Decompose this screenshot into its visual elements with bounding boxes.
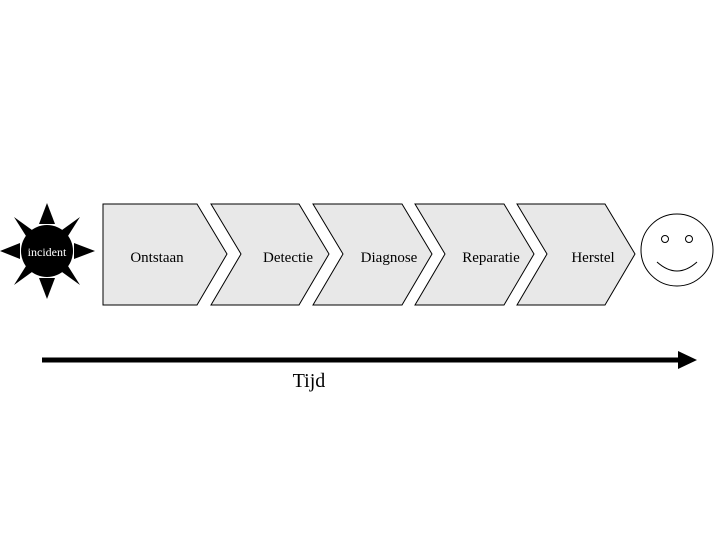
smiley-right-eye bbox=[685, 235, 693, 243]
step-detectie: Detectie bbox=[210, 203, 330, 306]
starburst-ray-top-right bbox=[62, 217, 80, 236]
step-shape bbox=[516, 203, 636, 306]
starburst-ray-top-left bbox=[14, 217, 32, 236]
step-label: Reparatie bbox=[462, 250, 520, 266]
step-shape bbox=[102, 203, 228, 306]
starburst-ray-right bbox=[74, 243, 95, 259]
timeline-label: Tijd bbox=[293, 370, 326, 392]
timeline-arrow bbox=[42, 351, 697, 369]
incident-starburst: incident bbox=[0, 203, 95, 299]
step-ontstaan: Ontstaan bbox=[102, 203, 228, 306]
smiley-mouth bbox=[656, 261, 698, 272]
starburst-ray-left bbox=[0, 243, 20, 259]
incident-label: incident bbox=[28, 245, 67, 259]
starburst-ray-top bbox=[39, 203, 55, 224]
arrowhead-icon bbox=[678, 351, 697, 369]
step-herstel: Herstel bbox=[516, 203, 636, 306]
smiley-face-icon bbox=[640, 213, 714, 287]
step-shape bbox=[414, 203, 535, 306]
smiley-face-outline bbox=[640, 213, 714, 287]
step-label: Ontstaan bbox=[130, 250, 184, 266]
smiley-left-eye bbox=[661, 235, 669, 243]
step-diagnose: Diagnose bbox=[312, 203, 433, 306]
step-label: Herstel bbox=[571, 250, 614, 266]
starburst-ray-bottom-right bbox=[62, 266, 80, 285]
step-label: Diagnose bbox=[361, 250, 418, 266]
starburst-center bbox=[21, 225, 73, 277]
step-label: Detectie bbox=[263, 250, 313, 266]
starburst-icon bbox=[0, 203, 95, 299]
step-shape bbox=[210, 203, 330, 306]
starburst-ray-bottom bbox=[39, 278, 55, 299]
step-shape bbox=[312, 203, 433, 306]
step-reparatie: Reparatie bbox=[414, 203, 535, 306]
starburst-ray-bottom-left bbox=[14, 266, 32, 285]
